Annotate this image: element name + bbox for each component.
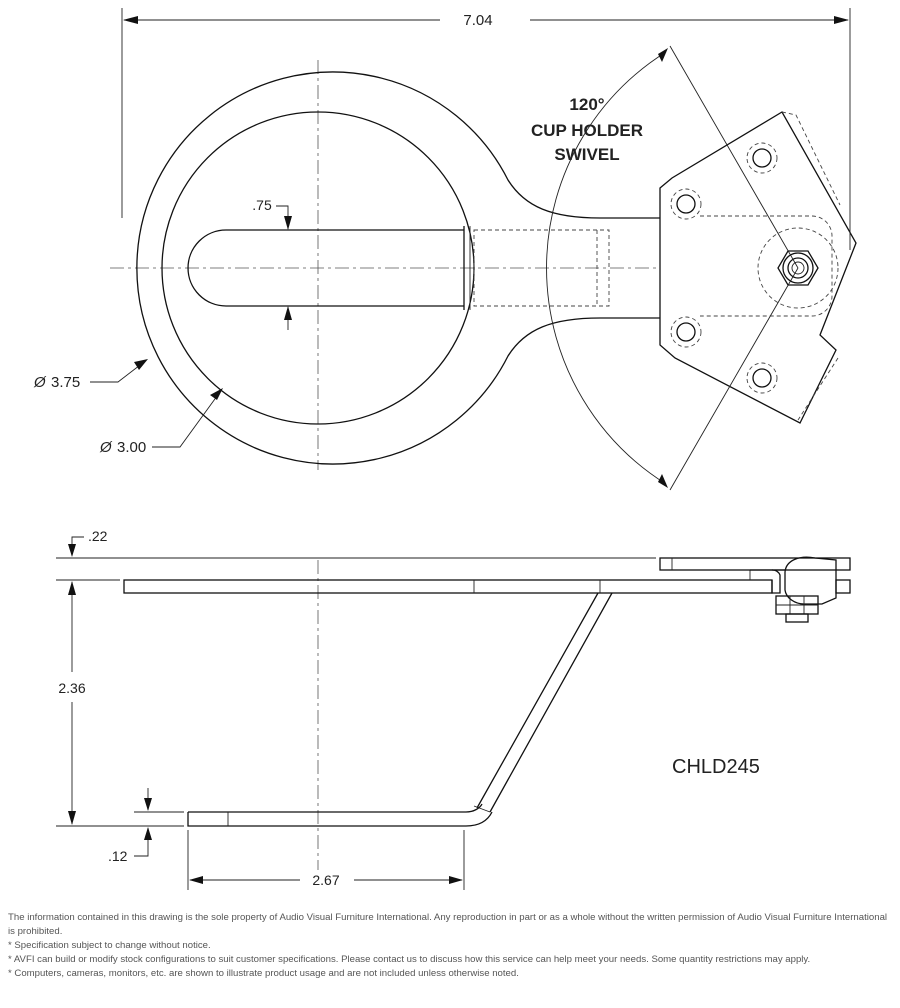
ring-arm-outline	[136, 71, 660, 465]
outer-diameter-arrow	[134, 359, 148, 370]
swivel-arrow-upper	[658, 48, 668, 62]
plate-thickness-label: .22	[88, 528, 108, 544]
swivel-arc	[546, 51, 667, 485]
hinge-spacer	[835, 579, 851, 594]
bottom-length-label: 2.67	[312, 872, 339, 888]
strut-joint	[473, 805, 491, 813]
mount-hole-4	[752, 368, 772, 388]
pivot-bolt-side	[785, 613, 809, 623]
mount-hole-4-ring	[746, 362, 778, 394]
side-view: .22 2.36 .12 2.67	[56, 528, 851, 890]
inner-diameter-label: 3.00	[117, 439, 146, 456]
overall-width-label: 7.04	[463, 12, 492, 29]
height-label: 2.36	[58, 680, 85, 696]
swivel-arrow-lower	[658, 474, 668, 488]
inner-diameter-leader	[152, 391, 221, 448]
bracket-side	[659, 557, 851, 571]
swivel-callout-line1: 120°	[569, 95, 604, 114]
bracket-hidden-edge	[781, 111, 841, 421]
slot-outline	[187, 229, 464, 307]
swivel-limit-line-upper	[669, 45, 799, 269]
overall-arrow-right	[834, 16, 849, 24]
top-plate	[123, 579, 773, 594]
note-specification: * Specification subject to change withou…	[8, 940, 211, 951]
note-equipment: * Computers, cameras, monitors, etc. are…	[8, 968, 519, 979]
pivot-washer	[782, 252, 814, 284]
bottom-thickness-label: .12	[108, 848, 128, 864]
part-number: CHLD245	[672, 756, 760, 778]
thickness-arrow	[68, 544, 76, 557]
pivot-hidden-circle	[757, 227, 839, 309]
bottom-plate	[187, 803, 493, 827]
note-customization: * AVFI can build or modify stock configu…	[8, 954, 811, 965]
swivel-callout-line2: CUP HOLDER	[531, 121, 643, 140]
swivel-limit-line-lower	[669, 267, 799, 491]
legal-notes: The information contained in this drawin…	[8, 911, 892, 981]
length-arrow-right	[449, 876, 463, 884]
bottom-thickness-arrow-top	[144, 798, 152, 811]
diagonal-strut	[476, 592, 613, 813]
outer-diameter-leader	[90, 361, 145, 383]
pivot-bolt-inner	[791, 261, 805, 275]
inner-diameter-symbol: Ø	[99, 439, 113, 456]
swivel-hidden-outline	[700, 215, 833, 317]
mount-hole-3-ring	[670, 316, 702, 348]
inner-circle	[161, 111, 475, 425]
length-arrow-left	[189, 876, 203, 884]
swivel-callout-line3: SWIVEL	[554, 145, 619, 164]
mount-hole-1	[676, 194, 696, 214]
bottom-thickness-arrow-bottom	[144, 827, 152, 840]
outer-diameter-symbol: Ø	[33, 374, 47, 391]
slot-width-label: .75	[252, 197, 272, 213]
note-ownership: The information contained in this drawin…	[8, 912, 888, 937]
top-view: 120° CUP HOLDER SWIVEL 7.04 .75 Ø 3.75 Ø…	[33, 8, 857, 491]
mount-hole-3	[676, 322, 696, 342]
hinge-bend	[771, 569, 781, 594]
inner-diameter-arrow	[210, 388, 223, 400]
pivot-nut	[777, 250, 819, 286]
height-arrow-bottom	[68, 811, 76, 825]
mount-hole-2	[752, 148, 772, 168]
overall-arrow-left	[123, 16, 138, 24]
bottom-thickness-leader-bottom	[134, 828, 149, 857]
mount-hole-2-ring	[746, 142, 778, 174]
mount-hole-1-ring	[670, 188, 702, 220]
height-arrow-top	[68, 581, 76, 595]
outer-diameter-label: 3.75	[51, 374, 80, 391]
pivot-bolt	[787, 257, 809, 279]
slot-arrow-top	[284, 216, 292, 230]
slot-arrow-bottom	[284, 306, 292, 320]
hinge-knuckle	[784, 556, 837, 605]
